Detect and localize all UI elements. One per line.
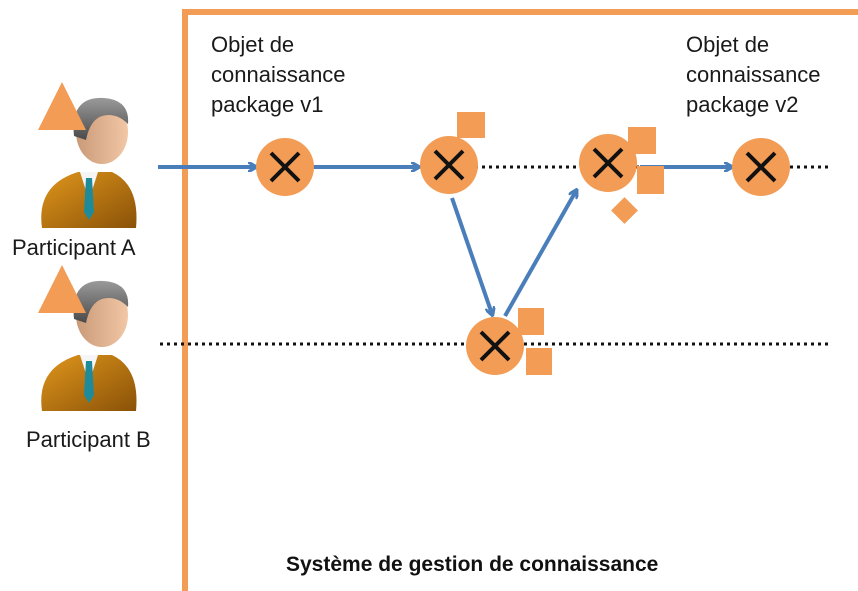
arrow-node2-to-nodeb xyxy=(450,197,492,314)
object-v1-label: Objet de connaissance package v1 xyxy=(211,30,346,120)
modification-square xyxy=(628,127,656,154)
triangle-icon xyxy=(38,265,86,313)
modification-square xyxy=(457,112,485,138)
object-v1-line3: package v1 xyxy=(211,92,324,117)
modification-square xyxy=(526,348,552,375)
object-v2-line1: Objet de xyxy=(686,32,770,57)
node-2 xyxy=(420,112,485,194)
object-v1-line2: connaissance xyxy=(211,62,346,87)
node-3 xyxy=(579,127,664,224)
participant-a-label: Participant A xyxy=(12,235,136,260)
person-icon xyxy=(41,280,137,411)
system-title: Système de gestion de connaissance xyxy=(286,553,659,576)
modification-square xyxy=(637,166,664,194)
modification-square xyxy=(518,308,544,335)
arrow-nodeb-to-node3 xyxy=(503,191,576,317)
object-v2-line2: connaissance xyxy=(686,62,821,87)
modification-diamond xyxy=(611,197,638,224)
object-v2-label: Objet de connaissance package v2 xyxy=(686,30,821,120)
node-v1 xyxy=(256,138,314,196)
object-v2-line3: package v2 xyxy=(686,92,799,117)
person-icon xyxy=(41,97,137,228)
knowledge-system-frame xyxy=(182,9,858,591)
triangle-icon xyxy=(38,82,86,130)
object-v1-line1: Objet de xyxy=(211,32,295,57)
node-b xyxy=(466,308,552,375)
node-v2 xyxy=(732,138,790,196)
participant-b-label: Participant B xyxy=(26,427,151,452)
